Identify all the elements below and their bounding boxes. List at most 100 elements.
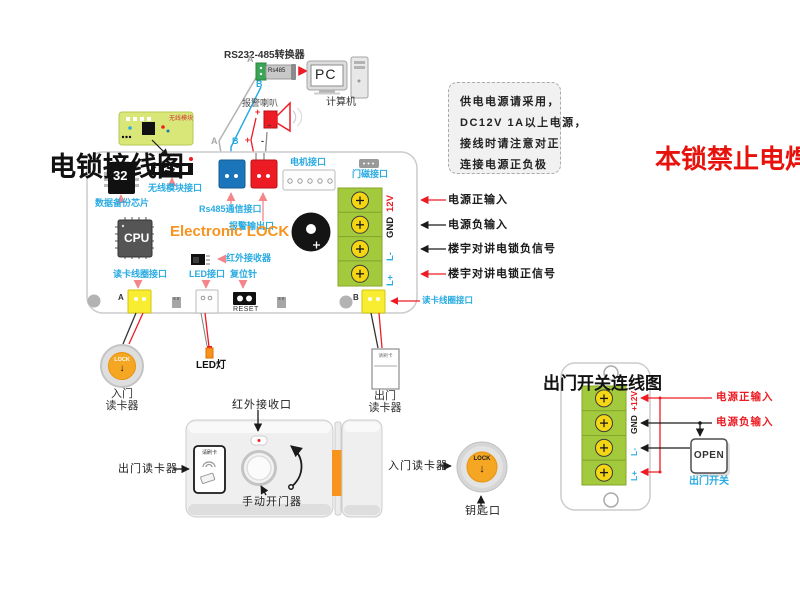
pc-screen-text: PC	[315, 66, 337, 82]
entry-reader-arrow: ↓	[119, 363, 125, 374]
wireless-module	[118, 111, 194, 157]
exit-switch-label: 出门开关	[689, 476, 729, 487]
entry-reader-label-line1: 入门	[111, 388, 133, 400]
speaker-label: 报警喇叭	[242, 98, 279, 108]
exit-reader-small-text: 请刷卡	[378, 353, 393, 359]
speaker-minus-upper: -	[268, 120, 271, 130]
board-title: Electronic LOCK	[170, 223, 290, 240]
intercom-pos-label: 楼宇对讲电锁正信号	[448, 268, 556, 280]
ir-receiver-label: 红外接收器	[226, 253, 272, 263]
wireless-if-label: 无线模块接口	[148, 183, 203, 193]
label-pointer-arrows	[116, 177, 268, 289]
ir-receiver-component	[191, 254, 210, 265]
exit-switch-title: 出门开关连线图	[543, 374, 662, 394]
exit-switch-wiring	[640, 393, 712, 477]
warning-line-2: DC12V 1A以上电源，	[460, 117, 588, 129]
led-if-label: LED接口	[189, 269, 226, 279]
wire-minus-lower: -	[261, 136, 264, 146]
wireless-module-label: 无线模块	[169, 116, 194, 122]
open-button-text: OPEN	[693, 450, 725, 461]
wire-b-letter-board: B	[232, 136, 239, 146]
power-pos-label: 电源正输入	[448, 194, 508, 206]
key-reader-lock-text: LOCK	[473, 456, 491, 462]
wire-b-letter-top: B	[256, 79, 263, 89]
alarm-speaker	[250, 101, 303, 161]
open-button	[690, 438, 730, 476]
exit-reader-label-line2: 读卡器	[368, 402, 402, 414]
exit-switch-board	[560, 362, 651, 511]
alarm-output-connector	[250, 153, 278, 189]
power-warning-box: 供电电源请采用， DC12V 1A以上电源， 接线时请注意对正 连接电源正负极	[448, 82, 588, 174]
coil-connector-b	[361, 289, 386, 314]
entry-reader-device	[100, 344, 144, 388]
exit-power-neg-label: 电源负输入	[716, 416, 774, 428]
wire-a-letter-board: A	[211, 136, 218, 146]
backup-chip-label: 数据备份芯片	[95, 198, 150, 208]
entry-reader-label-line2: 读卡器	[105, 400, 139, 412]
rotation-arrow	[288, 445, 303, 490]
led-label: LED灯	[196, 360, 226, 371]
key-reader-device	[456, 441, 508, 493]
lock-knob	[241, 450, 277, 486]
conn-a-letter: A	[118, 293, 124, 302]
exit-terminal-lminus: L-	[629, 447, 639, 456]
wireless-module-connector	[151, 157, 193, 175]
reset-text: RESET	[233, 306, 259, 313]
entry-reader-lock-text: LOCK	[114, 357, 130, 363]
power-neg-label: 电源负输入	[448, 219, 508, 231]
main-board	[86, 151, 418, 314]
reset-pin-label: 复位针	[230, 269, 258, 279]
rs485-if-label: Rs485通信接口	[199, 204, 262, 214]
manual-opener-label: 手动开门器	[242, 496, 302, 508]
lock-exit-reader-label: 出门读卡器	[118, 463, 178, 475]
coil-a-label: 读卡线圈接口	[113, 269, 168, 279]
converter-label: RS232-485转换器	[224, 50, 305, 61]
warning-line-3: 接线时请注意对正	[460, 138, 560, 150]
pc-tower	[350, 56, 369, 99]
lock-ir-slot	[250, 435, 268, 446]
exit-power-pos-label: 电源正输入	[716, 391, 774, 403]
terminal-lplus-label: L+	[385, 274, 396, 286]
reader-wires	[122, 312, 383, 349]
terminal-12v-label: 12V	[385, 195, 396, 212]
pc-monitor	[306, 60, 348, 95]
terminal-block-main	[337, 187, 383, 287]
rs485-connector	[218, 159, 246, 189]
exit-terminal-gnd: GND	[629, 415, 639, 434]
page-title-left: 电锁接线图	[49, 152, 184, 183]
door-magnet-label: 门磁接口	[352, 169, 389, 179]
exit-terminal-lplus: L+	[629, 470, 639, 481]
intercom-neg-label: 楼宇对讲电锁负信号	[448, 243, 556, 255]
board-bottom-row	[87, 294, 353, 309]
motor-if-label: 电机接口	[290, 157, 327, 167]
exit-reader-label-line1: 出门	[374, 390, 396, 402]
alarm-out-label: 报警输出口	[229, 221, 275, 231]
buzzer	[291, 212, 331, 252]
reset-jumper	[233, 292, 256, 305]
lock-card-panel	[193, 445, 226, 494]
swipe-text: 请刷卡	[201, 450, 218, 456]
led-connector	[195, 289, 219, 314]
coil-b-label: 读卡线圈接口	[422, 295, 474, 305]
exit-terminal-12v: +12V	[629, 390, 639, 411]
conn-b-letter: B	[353, 293, 359, 302]
key-reader-arrow: ↓	[479, 463, 485, 475]
door-magnet-connector	[359, 159, 379, 168]
ir-port-label: 红外接收口	[232, 399, 292, 411]
cpu-chip	[115, 217, 154, 259]
keyhole-label: 钥匙口	[465, 505, 501, 517]
speaker-plus-upper: +	[255, 107, 261, 117]
warning-title-right: 本锁禁止电焊	[655, 144, 800, 174]
wire-plus-lower: +	[245, 135, 251, 145]
terminal-gnd-label: GND	[385, 216, 396, 238]
motor-connector	[282, 169, 336, 191]
computer-label: 计算机	[326, 97, 356, 108]
rs485-chip-label: Rs485	[268, 68, 286, 74]
rs232-485-converter	[255, 62, 296, 81]
chip32-text: 32	[113, 168, 128, 183]
warning-line-1: 供电电源请采用，	[460, 96, 560, 108]
backup-chip-32	[104, 162, 139, 194]
terminal-lminus-label: L-	[385, 252, 396, 261]
